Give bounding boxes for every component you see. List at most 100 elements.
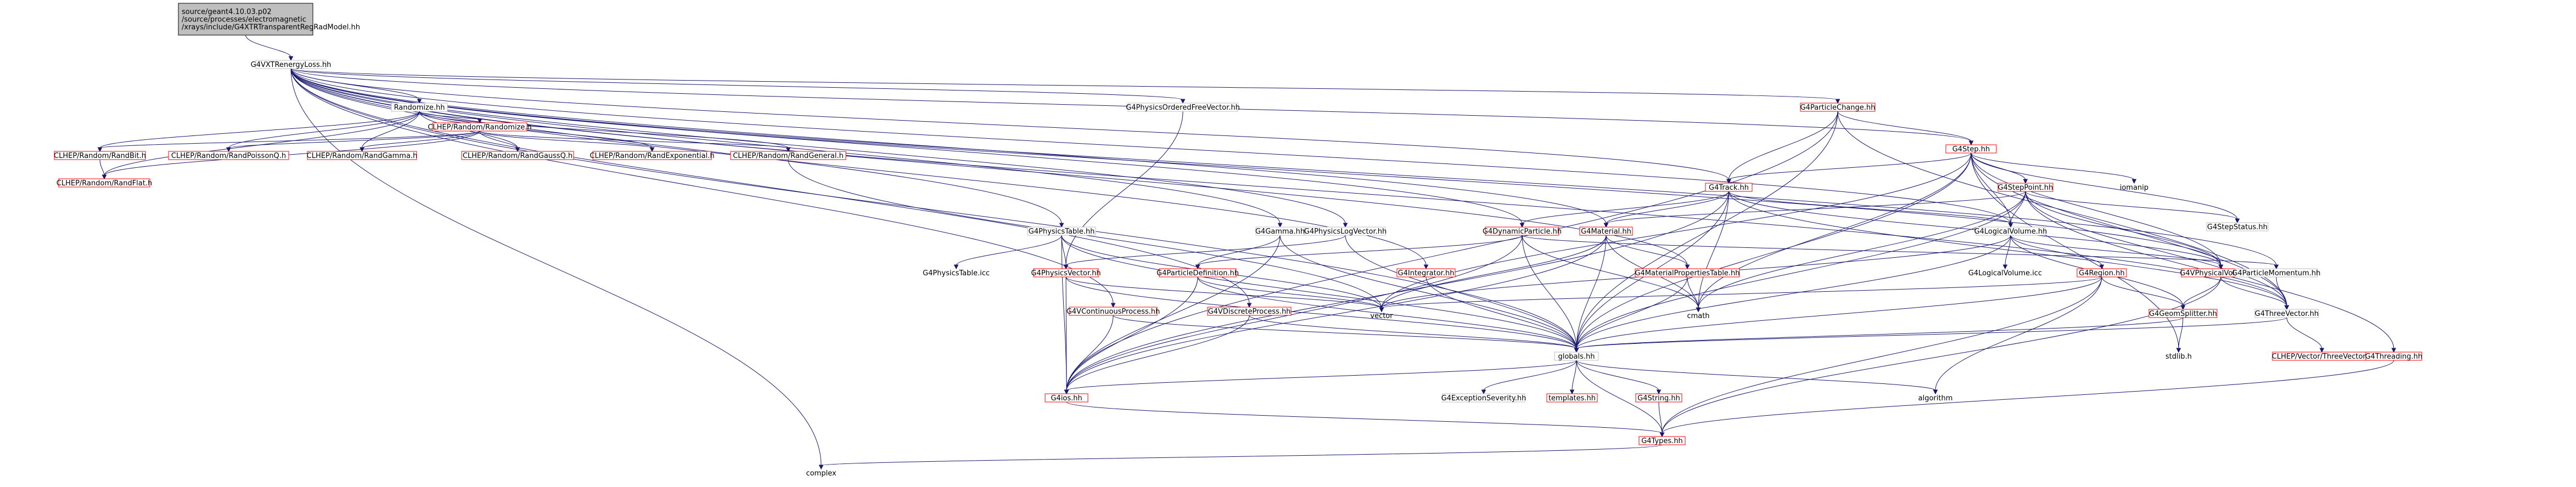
edge-g4partdef-to-globals: [1197, 276, 1577, 349]
node-g4integrator[interactable]: G4Integrator.hh: [1396, 268, 1456, 278]
node-clhep_randgamma[interactable]: CLHEP/Random/RandGamma.h: [307, 151, 418, 160]
node-clhep_randgq[interactable]: CLHEP/Random/RandGaussQ.h: [461, 151, 574, 160]
node-box-g4string: [1635, 393, 1682, 403]
node-clhep_randomize[interactable]: CLHEP/Random/Randomize.h: [428, 122, 532, 132]
node-g4region[interactable]: G4Region.hh: [2076, 268, 2127, 278]
node-label-clhep_threevector: CLHEP/Vector/ThreeVector.h: [2272, 353, 2372, 361]
edge-g4mpt-to-globals: [1576, 276, 1688, 349]
edge-globals-to-templates: [1572, 360, 1577, 391]
node-root[interactable]: source/geant4.10.03.p02/source/processes…: [178, 3, 360, 36]
edge-arrowhead-clhep_randomize-to-clhep_randexp: [649, 147, 655, 152]
node-g4vdiscproc[interactable]: G4VDiscreteProcess.hh: [1207, 307, 1292, 316]
node-g4physicstable[interactable]: G4PhysicsTable.hh: [1027, 226, 1096, 236]
node-clhep_randflat[interactable]: CLHEP/Random/RandFlat.h: [57, 178, 152, 188]
edge-g4region-to-vector: [1381, 276, 2102, 309]
edge-g4pchange-to-g4ios: [1066, 111, 1838, 391]
edge-arrowhead-g4step-to-g4steppoint: [2023, 179, 2028, 184]
node-clhep_randbit[interactable]: CLHEP/Random/RandBit.h: [54, 151, 146, 160]
edge-g4material-to-g4ios: [1066, 235, 1607, 391]
node-g4mpt[interactable]: G4MaterialPropertiesTable.hh: [1635, 268, 1740, 278]
node-box-clhep_randgamma: [307, 151, 417, 160]
node-g4physlogv[interactable]: G4PhysicsLogVector.hh: [1304, 226, 1387, 236]
edge-globals-to-algorithm: [1576, 360, 1936, 391]
edge-g4gamma-to-globals: [1279, 235, 1577, 349]
node-g4partdef[interactable]: G4ParticleDefinition.hh: [1157, 268, 1239, 278]
node-g4step[interactable]: G4Step.hh: [1945, 144, 1997, 154]
node-complex: complex: [806, 469, 836, 478]
edge-g4vcontproc-to-g4ios: [1066, 315, 1114, 391]
edge-g4pchange-to-g4track: [1728, 111, 1838, 180]
node-g4gamma[interactable]: G4Gamma.hh: [1255, 226, 1305, 236]
edge-g4track-to-g4ios: [1066, 191, 1729, 391]
edge-g4logvol-to-g4vphysvol: [2010, 235, 2221, 266]
node-g4logvol[interactable]: G4LogicalVolume.hh: [1974, 226, 2047, 236]
node-g4geomsplitter[interactable]: G4GeomSplitter.hh: [2148, 309, 2218, 318]
node-box-g4ios: [1045, 393, 1088, 403]
node-box-g4stepstatus: [2206, 222, 2269, 231]
node-globals[interactable]: globals.hh: [1554, 352, 1599, 361]
node-box-g4geomsplitter: [2148, 309, 2218, 318]
node-g4threevector[interactable]: G4ThreeVector.hh: [2254, 309, 2319, 318]
node-box-templates: [1546, 393, 1598, 403]
edge-g4track-to-g4dynpart: [1522, 191, 1729, 224]
node-g4material[interactable]: G4Material.hh: [1579, 226, 1633, 236]
edge-arrowhead-g4string-to-g4types: [1659, 432, 1665, 438]
node-label-g4types: G4Types.hh: [1641, 437, 1683, 445]
edge-clhep_randomize-to-clhep_randpq: [228, 131, 480, 149]
node-clhep_randexp[interactable]: CLHEP/Random/RandExponential.h: [590, 151, 715, 160]
node-g4vxtr[interactable]: G4VXTRenergyLoss.hh: [251, 60, 332, 69]
node-label-clhep_randgq: CLHEP/Random/RandGaussQ.h: [463, 152, 573, 160]
edge-g4vxtr-to-g4physicstable: [290, 68, 1062, 224]
node-g4excsev[interactable]: G4ExceptionSeverity.hh: [1441, 393, 1526, 403]
edge-g4region-to-g4types: [1662, 276, 2102, 434]
node-label-g4ios: G4ios.hh: [1051, 394, 1082, 403]
node-label-g4integrator: G4Integrator.hh: [1398, 269, 1455, 278]
edge-arrowhead-g4steppoint-to-g4threading: [2391, 348, 2397, 353]
node-g4dynpart[interactable]: G4DynamicParticle.hh: [1483, 226, 1562, 236]
node-label-globals: globals.hh: [1558, 353, 1595, 361]
node-box-g4mpt: [1635, 268, 1740, 278]
node-g4types[interactable]: G4Types.hh: [1638, 436, 1686, 445]
node-g4partmom[interactable]: G4ParticleMomentum.hh: [2232, 268, 2321, 278]
edge-randomize-to-clhep_randbit: [99, 111, 420, 149]
edge-globals-to-g4types: [1576, 360, 1663, 434]
node-g4string[interactable]: G4String.hh: [1635, 393, 1682, 403]
edge-arrowhead-clhep_randomize-to-clhep_randgq: [515, 147, 520, 152]
edge-g4gamma-to-g4partdef: [1197, 235, 1281, 266]
edge-arrowhead-g4vxtr-to-g4pchange: [1835, 99, 1840, 104]
node-box-g4threevector: [2254, 309, 2319, 318]
edge-arrowhead-g4threevector-to-clhep_threevector: [2319, 348, 2325, 353]
edge-g4region-to-globals: [1576, 276, 2102, 349]
node-label-g4threading: G4Threading.hh: [2365, 353, 2423, 361]
node-label-iomanip: iomanip: [2120, 184, 2148, 192]
edge-g4physlogv-to-globals: [1345, 235, 1577, 349]
node-g4physvector[interactable]: G4PhysicsVector.hh: [1031, 268, 1101, 278]
edge-arrowhead-g4dynpart-to-g4partdef: [1195, 264, 1200, 270]
node-label-g4threevector: G4ThreeVector.hh: [2255, 310, 2319, 318]
node-box-clhep_randflat: [58, 178, 150, 188]
edge-arrowhead-clhep_randbit-to-clhep_randflat: [102, 174, 107, 180]
node-randomize[interactable]: Randomize.hh: [391, 103, 448, 112]
node-templates[interactable]: templates.hh: [1546, 393, 1598, 403]
node-label-root-line-2: /source/processes/electromagnetic: [182, 16, 306, 24]
node-g4stepstatus[interactable]: G4StepStatus.hh: [2206, 222, 2269, 231]
edge-g4step-to-g4stepstatus: [1971, 152, 2238, 220]
node-clhep_randpq[interactable]: CLHEP/Random/RandPoissonQ.h: [168, 151, 289, 160]
edge-g4dynpart-to-globals: [1522, 235, 1577, 349]
node-box-g4physvector: [1033, 268, 1099, 278]
node-g4pofv[interactable]: G4PhysicsOrderedFreeVector.hh: [1126, 103, 1240, 112]
node-g4steppoint[interactable]: G4StepPoint.hh: [1997, 183, 2053, 192]
node-box-clhep_randgq: [461, 151, 574, 160]
node-clhep_threevector[interactable]: CLHEP/Vector/ThreeVector.h: [2272, 352, 2372, 361]
node-g4vcontproc[interactable]: G4VContinuousProcess.hh: [1067, 307, 1160, 316]
node-g4pchange[interactable]: G4ParticleChange.hh: [1800, 103, 1876, 112]
edge-g4physvector-to-vector: [1065, 276, 1382, 309]
edge-g4track-to-g4material: [1606, 191, 1729, 224]
edge-g4integrator-to-globals: [1426, 276, 1577, 349]
node-g4ios[interactable]: G4ios.hh: [1045, 393, 1088, 403]
node-g4track[interactable]: G4Track.hh: [1705, 183, 1753, 192]
node-label-g4step: G4Step.hh: [1952, 145, 1990, 154]
node-g4threading[interactable]: G4Threading.hh: [2365, 352, 2423, 361]
node-clhep_randgen[interactable]: CLHEP/Random/RandGeneral.h: [730, 151, 846, 160]
node-box-g4physlogv: [1305, 226, 1386, 236]
